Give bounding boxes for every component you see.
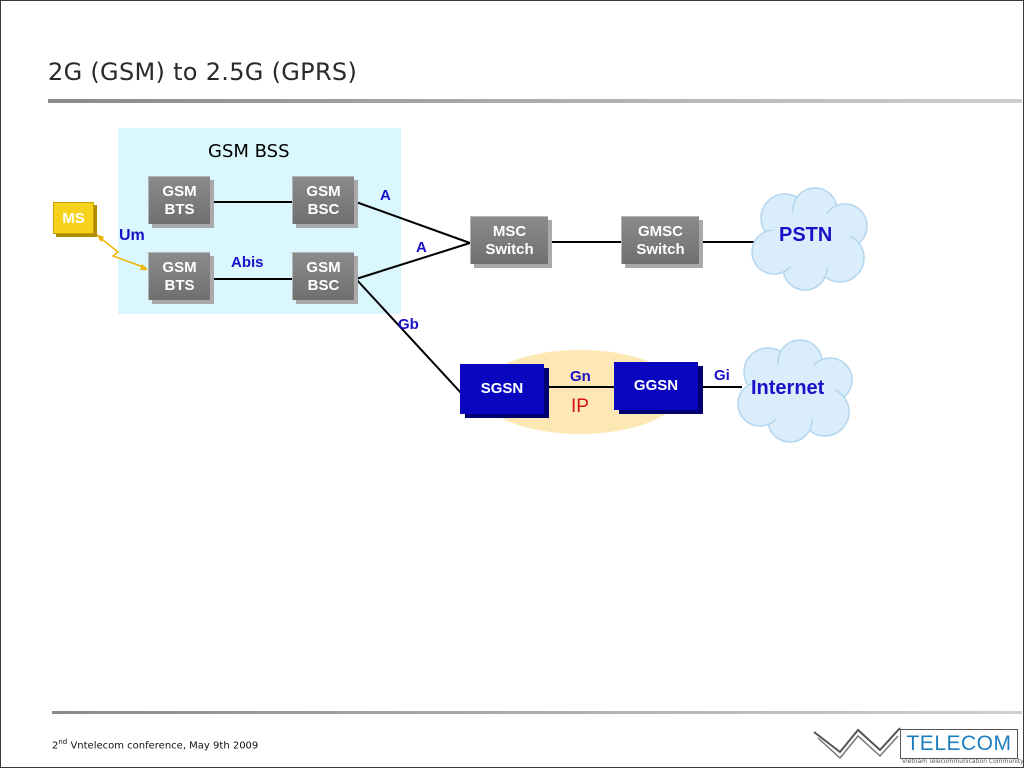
vntelecom-logo-mark (813, 727, 901, 760)
a-interface-label-1: A (380, 187, 391, 204)
gi-interface-label: Gi (714, 367, 730, 384)
sgsn-node: SGSN (460, 364, 544, 414)
footer-ordinal-number: 2 (52, 740, 59, 752)
logo-wordmark: TELECOM (900, 729, 1018, 759)
title-divider (48, 99, 1022, 103)
logo-tagline: Vietnam Telecommunication Community (902, 758, 1024, 765)
gmsc-switch-node: GMSC Switch (621, 216, 699, 264)
radio-link-um (97, 235, 147, 269)
internet-cloud (737, 339, 853, 443)
gn-interface-label: Gn (570, 368, 591, 385)
abis-interface-label: Abis (231, 254, 264, 271)
footer-ordinal-suffix: nd (58, 738, 68, 746)
ms-node: MS (53, 202, 94, 234)
um-interface-label: Um (119, 227, 145, 244)
gb-interface-label: Gb (398, 316, 419, 333)
gsm-bts-node-2: GSM BTS (148, 252, 210, 300)
gsm-bsc-node-1: GSM BSC (292, 176, 354, 224)
msc-switch-node: MSC Switch (470, 216, 548, 264)
um-arrow-bts (140, 264, 148, 270)
a-interface-label-2: A (416, 239, 427, 256)
ggsn-node: GGSN (614, 362, 698, 410)
gsm-bsc-node-2: GSM BSC (292, 252, 354, 300)
link-bsc1-msc (355, 201, 471, 244)
internet-label: Internet (751, 377, 825, 399)
pstn-label: PSTN (779, 224, 833, 246)
footer-text: 2nd Vntelecom conference, May 9th 2009 (52, 738, 258, 751)
um-arrow-ms (96, 234, 104, 242)
footer-caption: Vntelecom conference, May 9th 2009 (67, 740, 259, 752)
gsm-bss-label: GSM BSS (208, 141, 290, 162)
ip-label: IP (571, 396, 589, 417)
link-bsc2-sgsn (355, 278, 463, 395)
pstn-cloud (751, 187, 868, 291)
footer-divider (52, 711, 1022, 714)
link-bsc2-msc (355, 242, 471, 280)
slide-title: 2G (GSM) to 2.5G (GPRS) (48, 58, 358, 86)
gsm-bts-node-1: GSM BTS (148, 176, 210, 224)
